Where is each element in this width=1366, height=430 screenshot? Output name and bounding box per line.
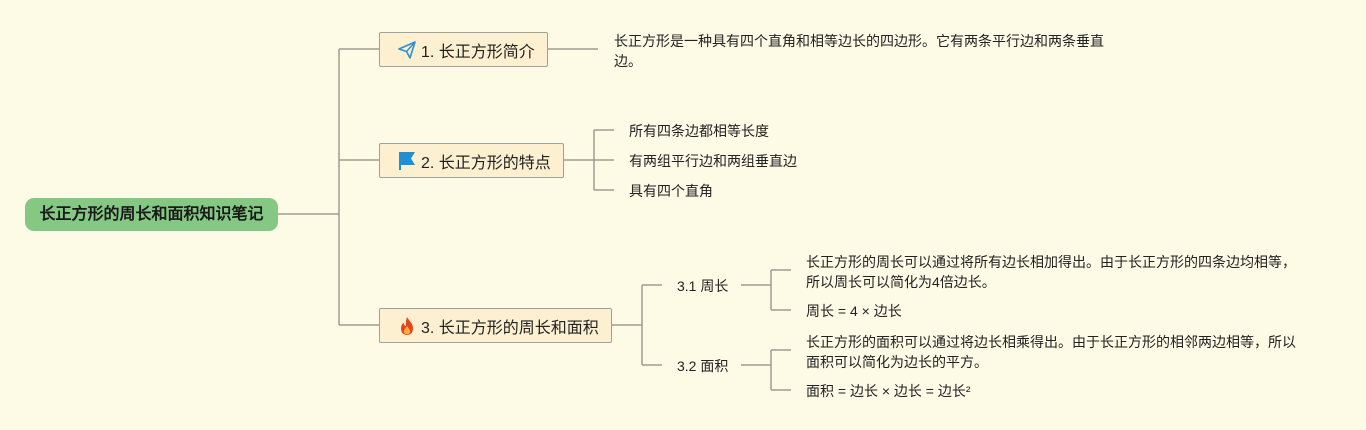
list-item[interactable]: 所有四条边都相等长度: [629, 123, 769, 139]
connector-sub-1-items: [770, 269, 791, 311]
connector-branch-2-items: [593, 129, 614, 191]
list-item[interactable]: 有两组平行边和两组垂直边: [629, 153, 797, 169]
area-note[interactable]: 长正方形的面积可以通过将边长相乘得出。由于长正方形的相邻两边相等，所以 面积可以…: [806, 334, 1296, 370]
branch-intro[interactable]: 1. 长正方形简介: [379, 32, 548, 67]
connector-branch-3-subs: [641, 284, 662, 366]
paper-plane-icon: [397, 40, 417, 60]
intro-note: 长正方形是一种具有四个直角和相等边长的四边形。它有两条平行边和两条垂直 边。: [614, 33, 1104, 69]
branch-intro-label: 1. 长正方形简介: [421, 43, 535, 61]
connector-sub-2-items: [770, 349, 791, 391]
flag-icon: [397, 151, 417, 171]
branch-features[interactable]: 2. 长正方形的特点: [379, 143, 564, 178]
perimeter-formula[interactable]: 周长 = 4 × 边长: [806, 303, 902, 319]
root-topic-label: 长正方形的周长和面积知识笔记: [39, 206, 264, 223]
subtopic-area[interactable]: 3.2 面积: [677, 358, 729, 374]
list-item[interactable]: 具有四个直角: [629, 183, 713, 199]
area-formula[interactable]: 面积 = 边长 × 边长 = 边长²: [806, 383, 971, 399]
subtopic-perimeter[interactable]: 3.1 周长: [677, 278, 729, 294]
root-topic[interactable]: 长正方形的周长和面积知识笔记: [25, 198, 278, 231]
fire-icon: [397, 316, 417, 336]
branch-perimeter-area[interactable]: 3. 长正方形的周长和面积: [379, 308, 612, 343]
perimeter-note[interactable]: 长正方形的周长可以通过将所有边长相加得出。由于长正方形的四条边均相等， 所以周长…: [806, 254, 1296, 290]
branch-perimeter-area-label: 3. 长正方形的周长和面积: [421, 319, 599, 337]
branch-features-label: 2. 长正方形的特点: [421, 154, 551, 172]
